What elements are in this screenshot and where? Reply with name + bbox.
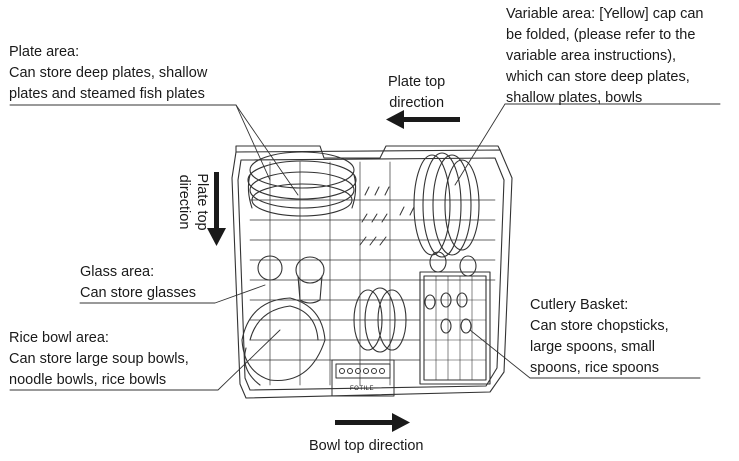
rice-bowl-area-pointer — [9, 329, 281, 391]
front-bin — [331, 359, 395, 397]
plate-area-label: Plate area: Can store deep plates, shall… — [9, 42, 207, 105]
rack-floor-grid — [249, 161, 496, 386]
plate-top-direction-top-line-1: Plate top — [388, 74, 446, 90]
plate-area-title: Plate area: — [9, 44, 80, 60]
plate-area-line-2: plates and steamed fish plates — [9, 86, 205, 102]
rack-tines — [359, 186, 415, 246]
rice-bowl-area-label: Rice bowl area: Can store large soup bow… — [9, 328, 189, 391]
cutlery-basket-line-1: Can store chopsticks, — [530, 318, 669, 334]
pointer-lines — [9, 103, 721, 391]
rack-frame-inner — [237, 157, 505, 391]
bowl-top-direction-label: Bowl top direction — [309, 436, 423, 457]
arrow-right-icon — [335, 413, 410, 432]
cutlery-basket-label: Cutlery Basket: Can store chopsticks, la… — [530, 295, 669, 379]
glass-area-line-1: Can store glasses — [80, 285, 197, 301]
cutlery-basket-drawing — [419, 251, 491, 385]
cutlery-basket-line-3: spoons, rice spoons — [530, 360, 659, 376]
cutlery-basket-line-2: large spoons, small — [530, 339, 655, 355]
variable-area-pointer — [454, 103, 721, 186]
bowl-top-direction-line-1: Bowl top direction — [309, 438, 424, 454]
plate-area-pointer — [9, 104, 271, 181]
plate-area-line-1: Can store deep plates, shallow — [9, 65, 208, 81]
rice-bowl-area-line-2: noodle bowls, rice bowls — [9, 372, 167, 388]
arrow-down-icon — [207, 172, 226, 246]
glasses — [257, 255, 325, 304]
arrow-left-icon — [386, 110, 460, 129]
variable-area-line-3: variable area instructions), — [506, 48, 677, 64]
brand-badge: FOTILE — [350, 386, 375, 392]
variable-area-line-4: which can store deep plates, — [506, 69, 690, 85]
plate-area-pointer-2 — [235, 104, 299, 196]
plate-stack — [247, 151, 357, 217]
plate-top-direction-label-vertical: Plate top direction — [168, 172, 218, 232]
glass-area-label: Glass area: Can store glasses — [80, 262, 196, 304]
plate-top-direction-vertical-line-2: direction — [176, 174, 192, 230]
middle-bowls — [353, 287, 407, 353]
glass-area-pointer — [79, 284, 266, 304]
rack-frame — [231, 149, 513, 399]
variable-area-line-1: Variable area: [Yellow] cap can — [506, 6, 704, 22]
plate-top-direction-vertical-line-1: Plate top — [194, 173, 210, 231]
plate-top-direction-label-top: Plate top direction — [388, 72, 445, 114]
variable-area-line-5: shallow plates, bowls — [506, 90, 643, 106]
cutlery-basket-title: Cutlery Basket: — [530, 297, 629, 313]
rice-bowl-area-line-1: Can store large soup bowls, — [9, 351, 189, 367]
variable-area-line-2: be folded, (please refer to the — [506, 27, 696, 43]
plate-top-direction-top-line-2: direction — [389, 95, 445, 111]
variable-area-label: Variable area: [Yellow] cap can be folde… — [506, 4, 704, 109]
glass-area-title: Glass area: — [80, 264, 155, 280]
rice-bowls — [241, 297, 326, 386]
variable-area-plates — [413, 152, 480, 258]
cutlery-basket-pointer — [469, 329, 701, 379]
rice-bowl-area-title: Rice bowl area: — [9, 330, 109, 346]
